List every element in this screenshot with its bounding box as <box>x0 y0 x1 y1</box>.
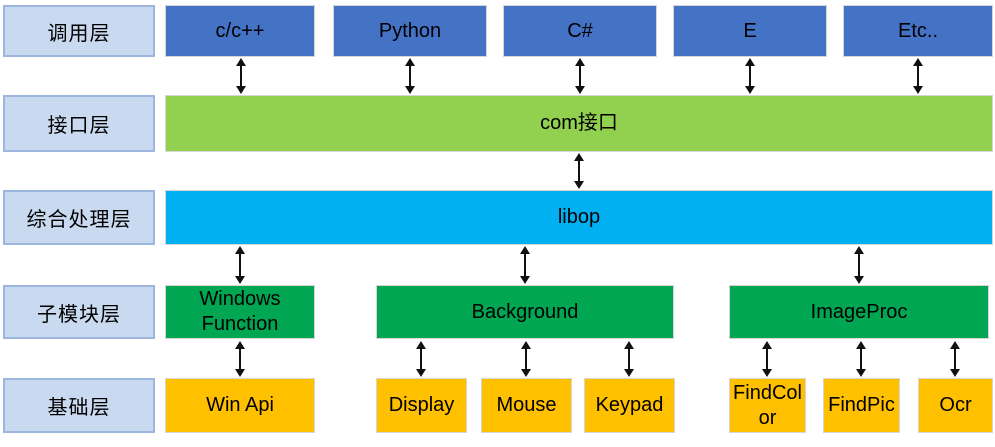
layer-label-call: 调用层 <box>3 5 155 57</box>
box-display: Display <box>376 378 467 433</box>
double-arrow <box>761 341 773 377</box>
double-arrow <box>519 246 531 284</box>
box-windows-function: Windows Function <box>165 285 315 339</box>
double-arrow <box>744 58 756 94</box>
double-arrow <box>949 341 961 377</box>
double-arrow <box>234 246 246 284</box>
double-arrow <box>912 58 924 94</box>
box-mouse: Mouse <box>481 378 572 433</box>
bar-libop: libop <box>165 190 993 245</box>
layer-label-processing: 综合处理层 <box>3 190 155 245</box>
double-arrow <box>853 246 865 284</box>
double-arrow <box>404 58 416 94</box>
double-arrow <box>573 153 585 189</box>
layer-label-interface: 接口层 <box>3 95 155 152</box>
layer-label-base: 基础层 <box>3 378 155 433</box>
box-win-api: Win Api <box>165 378 315 433</box>
double-arrow <box>574 58 586 94</box>
double-arrow <box>415 341 427 377</box>
box-etc: Etc.. <box>843 5 993 57</box>
box-c-cpp: c/c++ <box>165 5 315 57</box>
bar-com-interface: com接口 <box>165 95 993 152</box>
box-keypad: Keypad <box>584 378 675 433</box>
box-findcolor: FindColor <box>729 378 806 433</box>
box-python: Python <box>333 5 487 57</box>
box-findpic: FindPic <box>823 378 900 433</box>
box-e: E <box>673 5 827 57</box>
layer-label-submodule: 子模块层 <box>3 285 155 339</box>
double-arrow <box>855 341 867 377</box>
box-csharp: C# <box>503 5 657 57</box>
double-arrow <box>520 341 532 377</box>
box-background: Background <box>376 285 674 339</box>
box-imageproc: ImageProc <box>729 285 989 339</box>
box-ocr: Ocr <box>918 378 993 433</box>
double-arrow <box>235 58 247 94</box>
double-arrow <box>623 341 635 377</box>
double-arrow <box>234 341 246 377</box>
